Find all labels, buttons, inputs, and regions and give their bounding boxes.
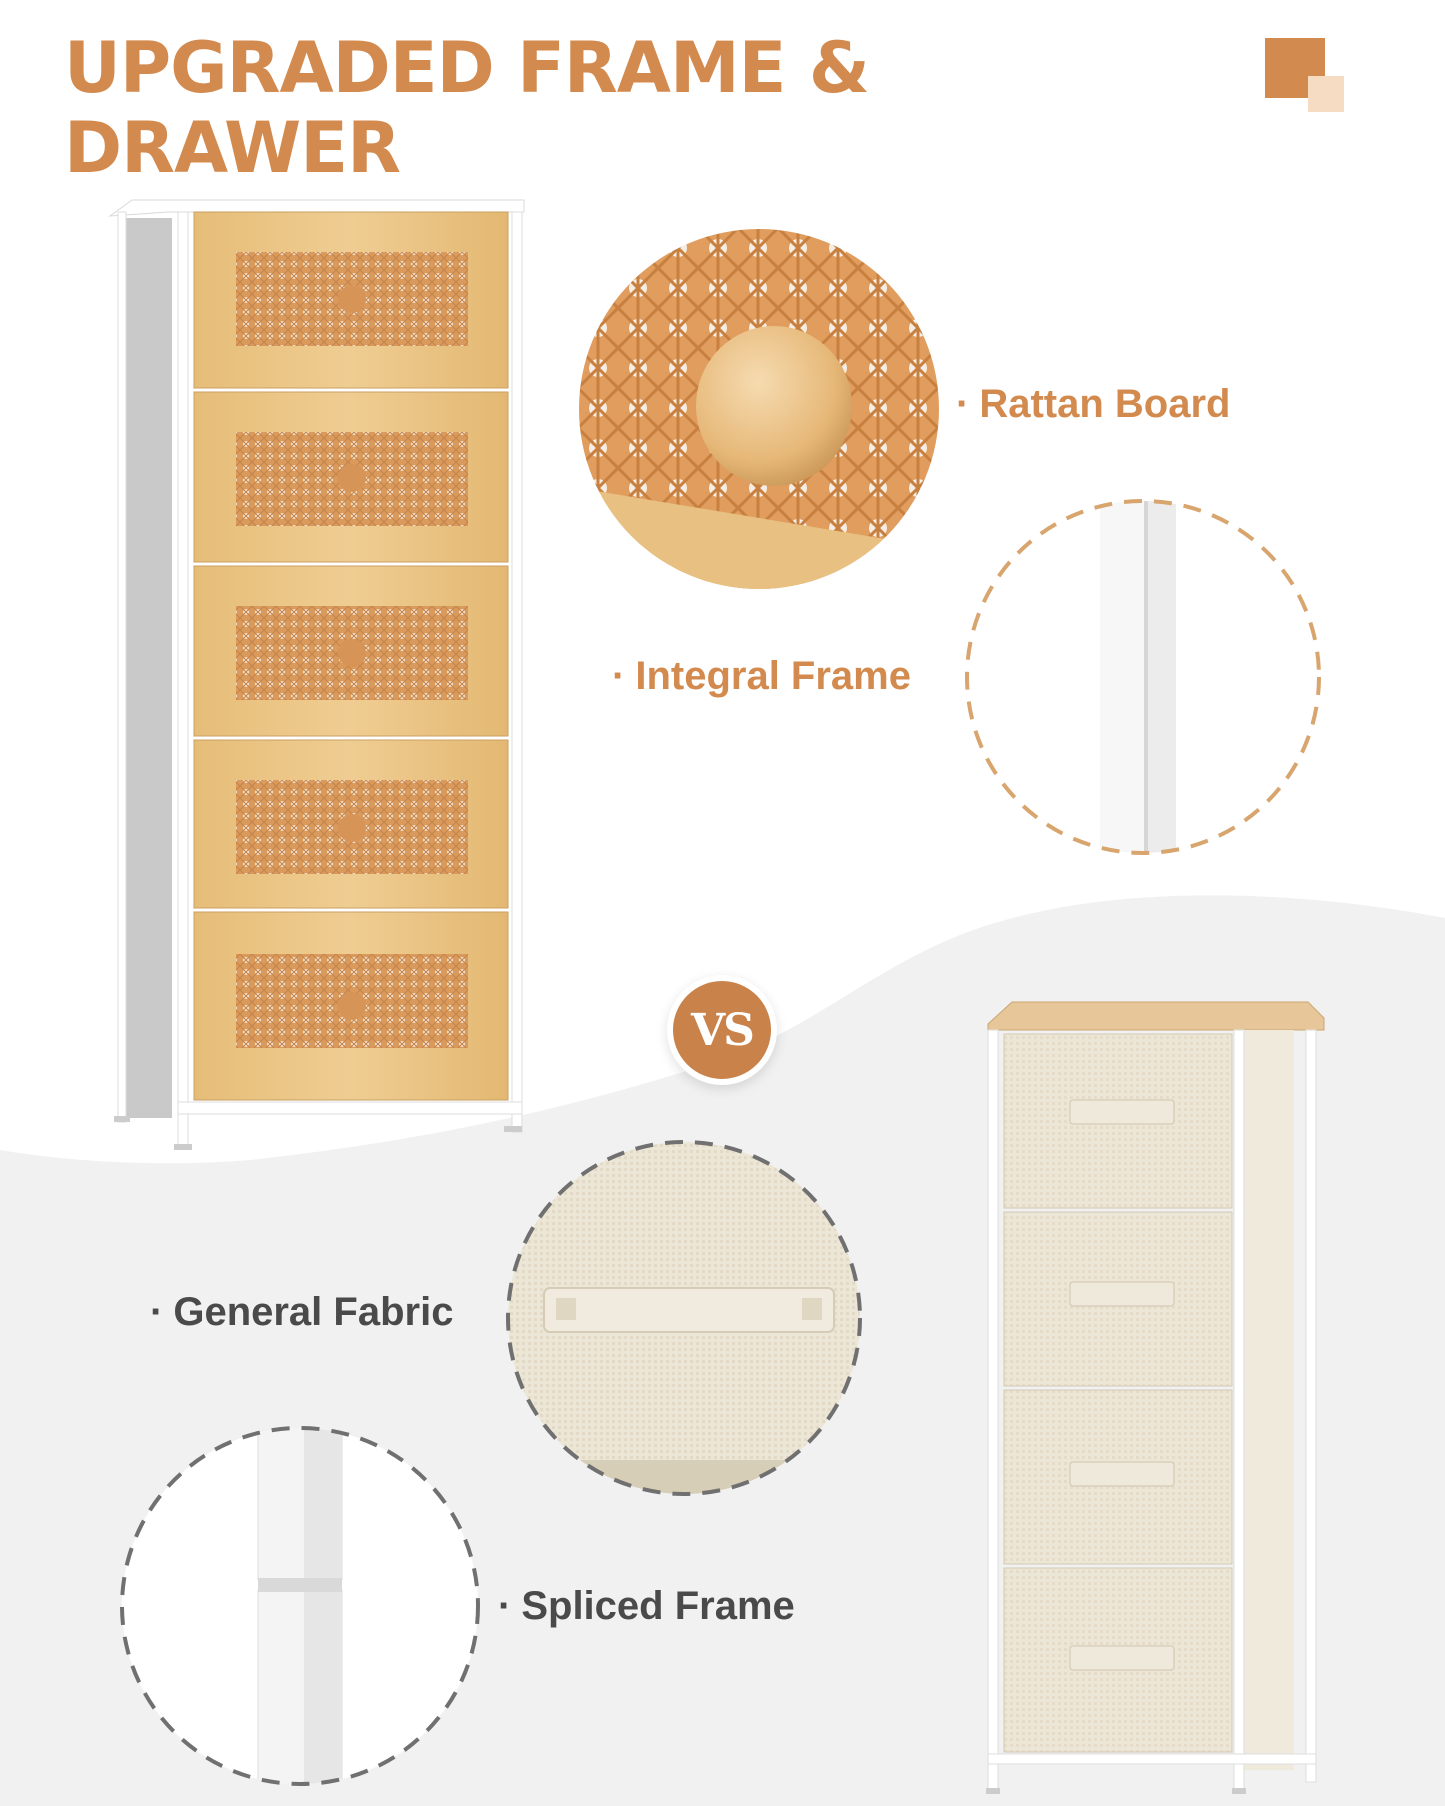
spliced-frame-closeup-icon: [120, 1426, 480, 1786]
integral-frame-bullet: ·: [612, 654, 626, 698]
two-squares-mark-icon: [1265, 38, 1347, 112]
spliced-frame-label: ·Spliced Frame: [498, 1582, 795, 1630]
fabric-dresser-image: [986, 1001, 1325, 1794]
integral-frame-text: Integral Frame: [635, 654, 911, 698]
rattan-board-text: Rattan Board: [979, 382, 1231, 426]
corner-mark-small-square: [1308, 76, 1344, 112]
rattan-dresser-image: [108, 199, 525, 1150]
spliced-frame-bullet: ·: [498, 1584, 512, 1628]
rattan-board-bullet: ·: [956, 382, 970, 426]
general-fabric-bullet: ·: [150, 1290, 164, 1334]
integral-frame-closeup-icon: [965, 499, 1321, 855]
vs-badge-text: VS: [691, 1004, 755, 1056]
rattan-board-label: ·Rattan Board: [956, 380, 1230, 428]
page-title: UPGRADED FRAME & DRAWER: [64, 27, 870, 189]
rattan-knob-closeup-icon: [579, 229, 939, 589]
integral-frame-label: ·Integral Frame: [612, 652, 911, 700]
fabric-handle-closeup-icon: [506, 1140, 862, 1496]
spliced-frame-text: Spliced Frame: [521, 1584, 795, 1628]
page-title-line-1: UPGRADED FRAME &: [64, 27, 870, 109]
vs-badge: VS: [667, 975, 777, 1085]
page-title-line-2: DRAWER: [64, 107, 401, 189]
general-fabric-text: General Fabric: [173, 1290, 454, 1334]
general-fabric-label: ·General Fabric: [150, 1288, 453, 1336]
